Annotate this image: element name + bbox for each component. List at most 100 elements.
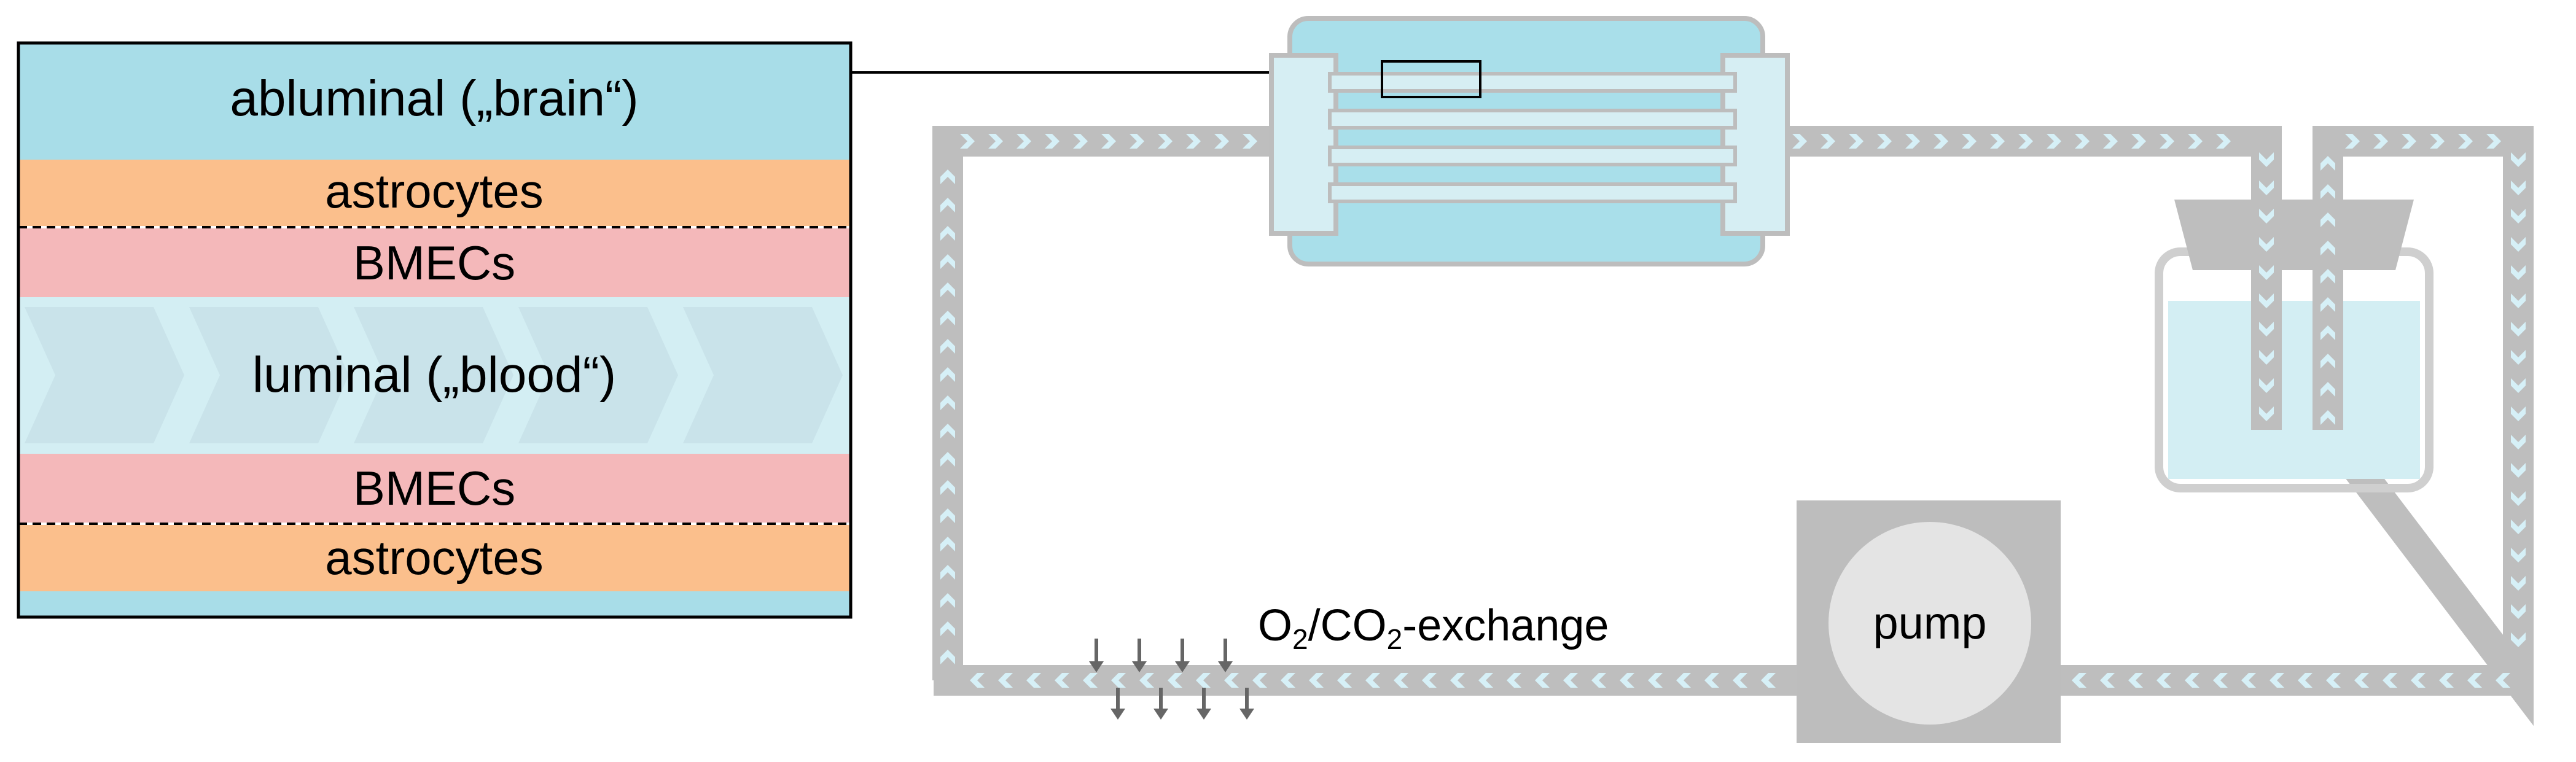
- flow-arrow: [2216, 134, 2231, 149]
- flow-arrow: [940, 339, 955, 354]
- flow-arrow: [2320, 297, 2335, 312]
- flow-arrow: [2156, 673, 2171, 688]
- flow-chevron: [683, 307, 843, 443]
- flow-arrow: [1026, 673, 1041, 688]
- flow-arrow: [2511, 294, 2526, 308]
- flow-arrow: [2320, 212, 2335, 227]
- flow-arrow: [2259, 378, 2274, 393]
- flow-arrow: [2511, 548, 2526, 562]
- flow-arrow: [2320, 156, 2335, 171]
- flow-arrow: [2467, 673, 2482, 688]
- flow-arrow: [2458, 134, 2473, 149]
- gas-arrow-head: [1132, 661, 1147, 672]
- astrocytes-top-label: astrocytes: [325, 164, 543, 218]
- flow-arrow: [940, 480, 955, 495]
- gas-arrow-head: [1239, 709, 1254, 720]
- flow-arrow: [2511, 604, 2526, 619]
- flow-chevron: [25, 307, 184, 443]
- astrocytes-bottom-label: astrocytes: [325, 531, 543, 585]
- flow-arrow: [2185, 673, 2199, 688]
- flow-arrow: [2103, 134, 2118, 149]
- flow-chevron: [354, 307, 513, 443]
- flow-arrow: [940, 367, 955, 382]
- flow-arrow: [1676, 673, 1691, 688]
- flow-arrow: [1196, 673, 1211, 688]
- flow-arrow: [2511, 181, 2526, 195]
- abluminal-bottom-strip: [18, 591, 851, 617]
- flow-arrow: [2345, 134, 2360, 149]
- flow-arrow: [2439, 673, 2454, 688]
- flow-arrow: [2326, 673, 2341, 688]
- hollow-fiber: [1328, 146, 1737, 166]
- cross-section-frame: [17, 41, 853, 619]
- flow-arrow: [1591, 673, 1606, 688]
- reservoir-flow-arrows: [2259, 152, 2335, 425]
- flow-arrow: [2383, 673, 2397, 688]
- bmecs-bottom-layer: [18, 454, 851, 523]
- flow-chevrons: [25, 307, 843, 443]
- flow-arrow: [2298, 673, 2313, 688]
- flow-arrow: [2213, 673, 2228, 688]
- flow-arrow: [940, 565, 955, 580]
- flow-arrow: [2259, 265, 2274, 280]
- flow-arrow: [1990, 134, 2005, 149]
- flow-arrow: [988, 134, 1003, 149]
- flow-arrow: [2131, 134, 2146, 149]
- flow-arrow: [1905, 134, 1920, 149]
- pump: pump: [1797, 500, 2061, 743]
- abluminal-label: abluminal („brain“): [230, 71, 638, 126]
- hollow-fiber: [1328, 72, 1737, 93]
- flow-arrow: [2511, 632, 2526, 647]
- flow-arrow: [1761, 673, 1776, 688]
- flow-arrow: [1158, 134, 1173, 149]
- flow-arrow: [2320, 325, 2335, 340]
- flow-arrow: [2511, 463, 2526, 478]
- circuit: pump O2/CO2-exchange: [932, 16, 2534, 743]
- flow-arrow: [1849, 134, 1864, 149]
- flow-arrow: [1017, 134, 1031, 149]
- flow-arrow: [2430, 134, 2445, 149]
- flow-arrow: [2373, 134, 2388, 149]
- flow-arrow: [998, 673, 1013, 688]
- flow-arrow: [1704, 673, 1719, 688]
- cartridge-housing: [1287, 16, 1765, 266]
- flow-arrow: [2511, 406, 2526, 421]
- flow-arrow: [940, 424, 955, 438]
- flow-arrow: [2270, 673, 2284, 688]
- flow-arrow: [1168, 673, 1182, 688]
- flow-arrow: [2511, 322, 2526, 336]
- gas-exchange: O2/CO2-exchange: [1089, 601, 1609, 720]
- flow-arrow: [1962, 134, 1977, 149]
- flow-arrow: [940, 650, 955, 664]
- flow-arrow: [2072, 673, 2086, 688]
- flow-arrow: [1507, 673, 1521, 688]
- gas-exchange-label: O2/CO2-exchange: [1258, 601, 1609, 655]
- cross-section-panel: abluminal („brain“) astrocytes BMECs lum…: [17, 41, 853, 619]
- flow-arrow: [1733, 673, 1747, 688]
- gas-arrow-head: [1153, 709, 1168, 720]
- flow-arrow: [1111, 673, 1126, 688]
- flow-arrow: [940, 282, 955, 297]
- flow-arrow: [1139, 673, 1154, 688]
- flow-arrow: [1337, 673, 1352, 688]
- flow-arrow: [1101, 134, 1116, 149]
- flow-arrow: [2259, 237, 2274, 252]
- flow-arrow: [2320, 184, 2335, 199]
- flow-arrow: [2259, 181, 2274, 195]
- flow-arrow: [1281, 673, 1295, 688]
- flow-arrow: [1821, 134, 1835, 149]
- flow-arrow: [940, 226, 955, 241]
- hollow-fiber-cartridge: [1269, 16, 1790, 266]
- flow-arrow: [2511, 519, 2526, 534]
- flow-arrow: [1792, 134, 1807, 149]
- flow-arrow: [1186, 134, 1201, 149]
- flow-chevron: [189, 307, 349, 443]
- flow-arrow: [1073, 134, 1088, 149]
- flow-arrow: [2241, 673, 2256, 688]
- flow-arrow: [1252, 673, 1267, 688]
- flow-arrow: [2259, 152, 2274, 167]
- gas-arrow-head: [1175, 661, 1190, 672]
- flow-arrow: [2018, 134, 2033, 149]
- astrocytes-bottom-layer: [18, 525, 851, 591]
